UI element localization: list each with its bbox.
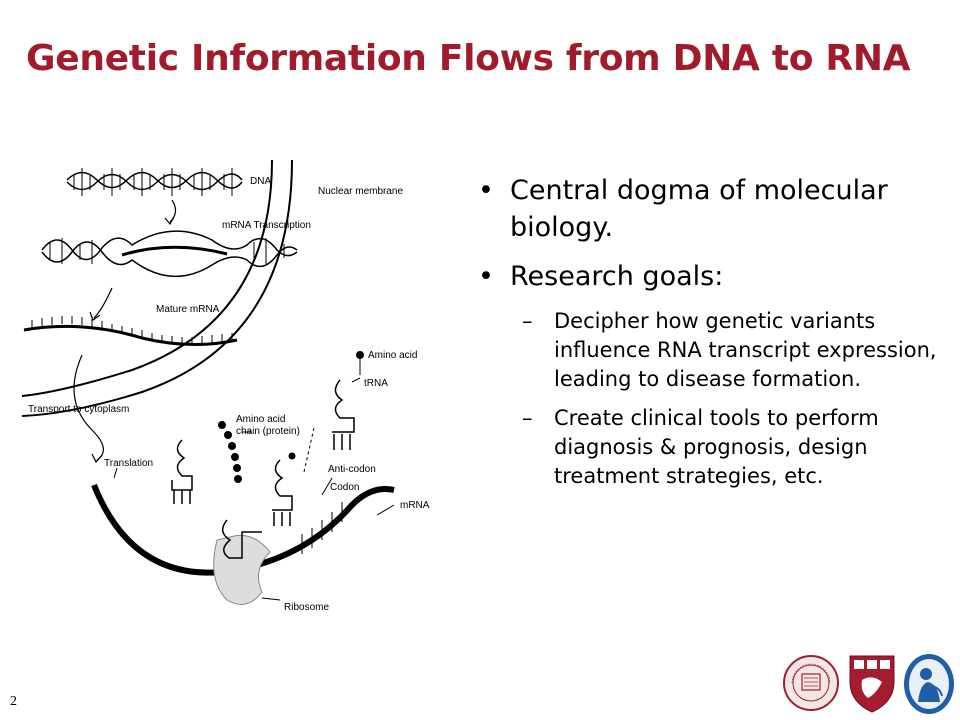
label-mature-mrna: Mature mRNA bbox=[156, 304, 220, 315]
label-ribosome: Ribosome bbox=[284, 602, 329, 613]
label-amino-acid-top: Amino acid bbox=[368, 350, 417, 361]
sub-bullet-dash: – bbox=[522, 406, 533, 430]
dna-helix bbox=[66, 168, 243, 196]
bullet-text: Research goals: bbox=[510, 261, 724, 292]
bullet-item: • Central dogma of molecular biology. bbox=[470, 172, 940, 246]
sub-bullet-item: – Decipher how genetic variants influenc… bbox=[470, 307, 940, 394]
page-number: 2 bbox=[10, 694, 17, 709]
sub-bullet-text: Create clinical tools to perform diagnos… bbox=[554, 406, 879, 488]
bullet-dot: • bbox=[478, 175, 494, 206]
label-trna: tRNA bbox=[364, 378, 388, 389]
bullet-list: • Central dogma of molecular biology. • … bbox=[470, 172, 940, 501]
amino-acid-dots bbox=[218, 351, 364, 483]
sub-bullet-dash: – bbox=[522, 309, 533, 333]
label-mrna-transcription: mRNA Transcription bbox=[222, 220, 311, 231]
central-dogma-illustration: DNA Nuclear membrane mRNA Transcription … bbox=[22, 160, 442, 620]
sub-bullet-item: – Create clinical tools to perform diagn… bbox=[470, 404, 940, 491]
label-anticodon: Anti-codon bbox=[328, 464, 376, 475]
translation-mrna bbox=[91, 483, 395, 576]
transcription-bubble bbox=[41, 230, 298, 277]
bullet-text: Central dogma of molecular biology. bbox=[510, 175, 888, 243]
slide-title: Genetic Information Flows from DNA to RN… bbox=[26, 38, 911, 79]
harvard-medical-school-logo bbox=[902, 652, 956, 716]
label-transport: Transport to cytoplasm bbox=[28, 404, 129, 415]
label-nuclear-membrane: Nuclear membrane bbox=[318, 186, 403, 197]
bullet-item: • Research goals: bbox=[470, 258, 940, 295]
bullet-dot: • bbox=[478, 261, 494, 292]
trna-molecules bbox=[171, 379, 355, 559]
label-amino-acid-chain: Amino acid bbox=[236, 414, 285, 425]
label-translation: Translation bbox=[104, 458, 153, 469]
harvard-shield-logo bbox=[846, 652, 898, 714]
label-dna: DNA bbox=[250, 176, 271, 187]
label-codon: Codon bbox=[330, 482, 359, 493]
sub-bullet-text: Decipher how genetic variants influence … bbox=[554, 309, 937, 391]
institution-logos bbox=[782, 652, 956, 718]
ribosome-shape bbox=[213, 534, 271, 605]
mature-mrna bbox=[23, 316, 238, 346]
label-amino-acid-chain-sub: chain (protein) bbox=[236, 426, 300, 437]
label-mrna: mRNA bbox=[400, 500, 430, 511]
mit-seal-logo bbox=[782, 652, 840, 714]
